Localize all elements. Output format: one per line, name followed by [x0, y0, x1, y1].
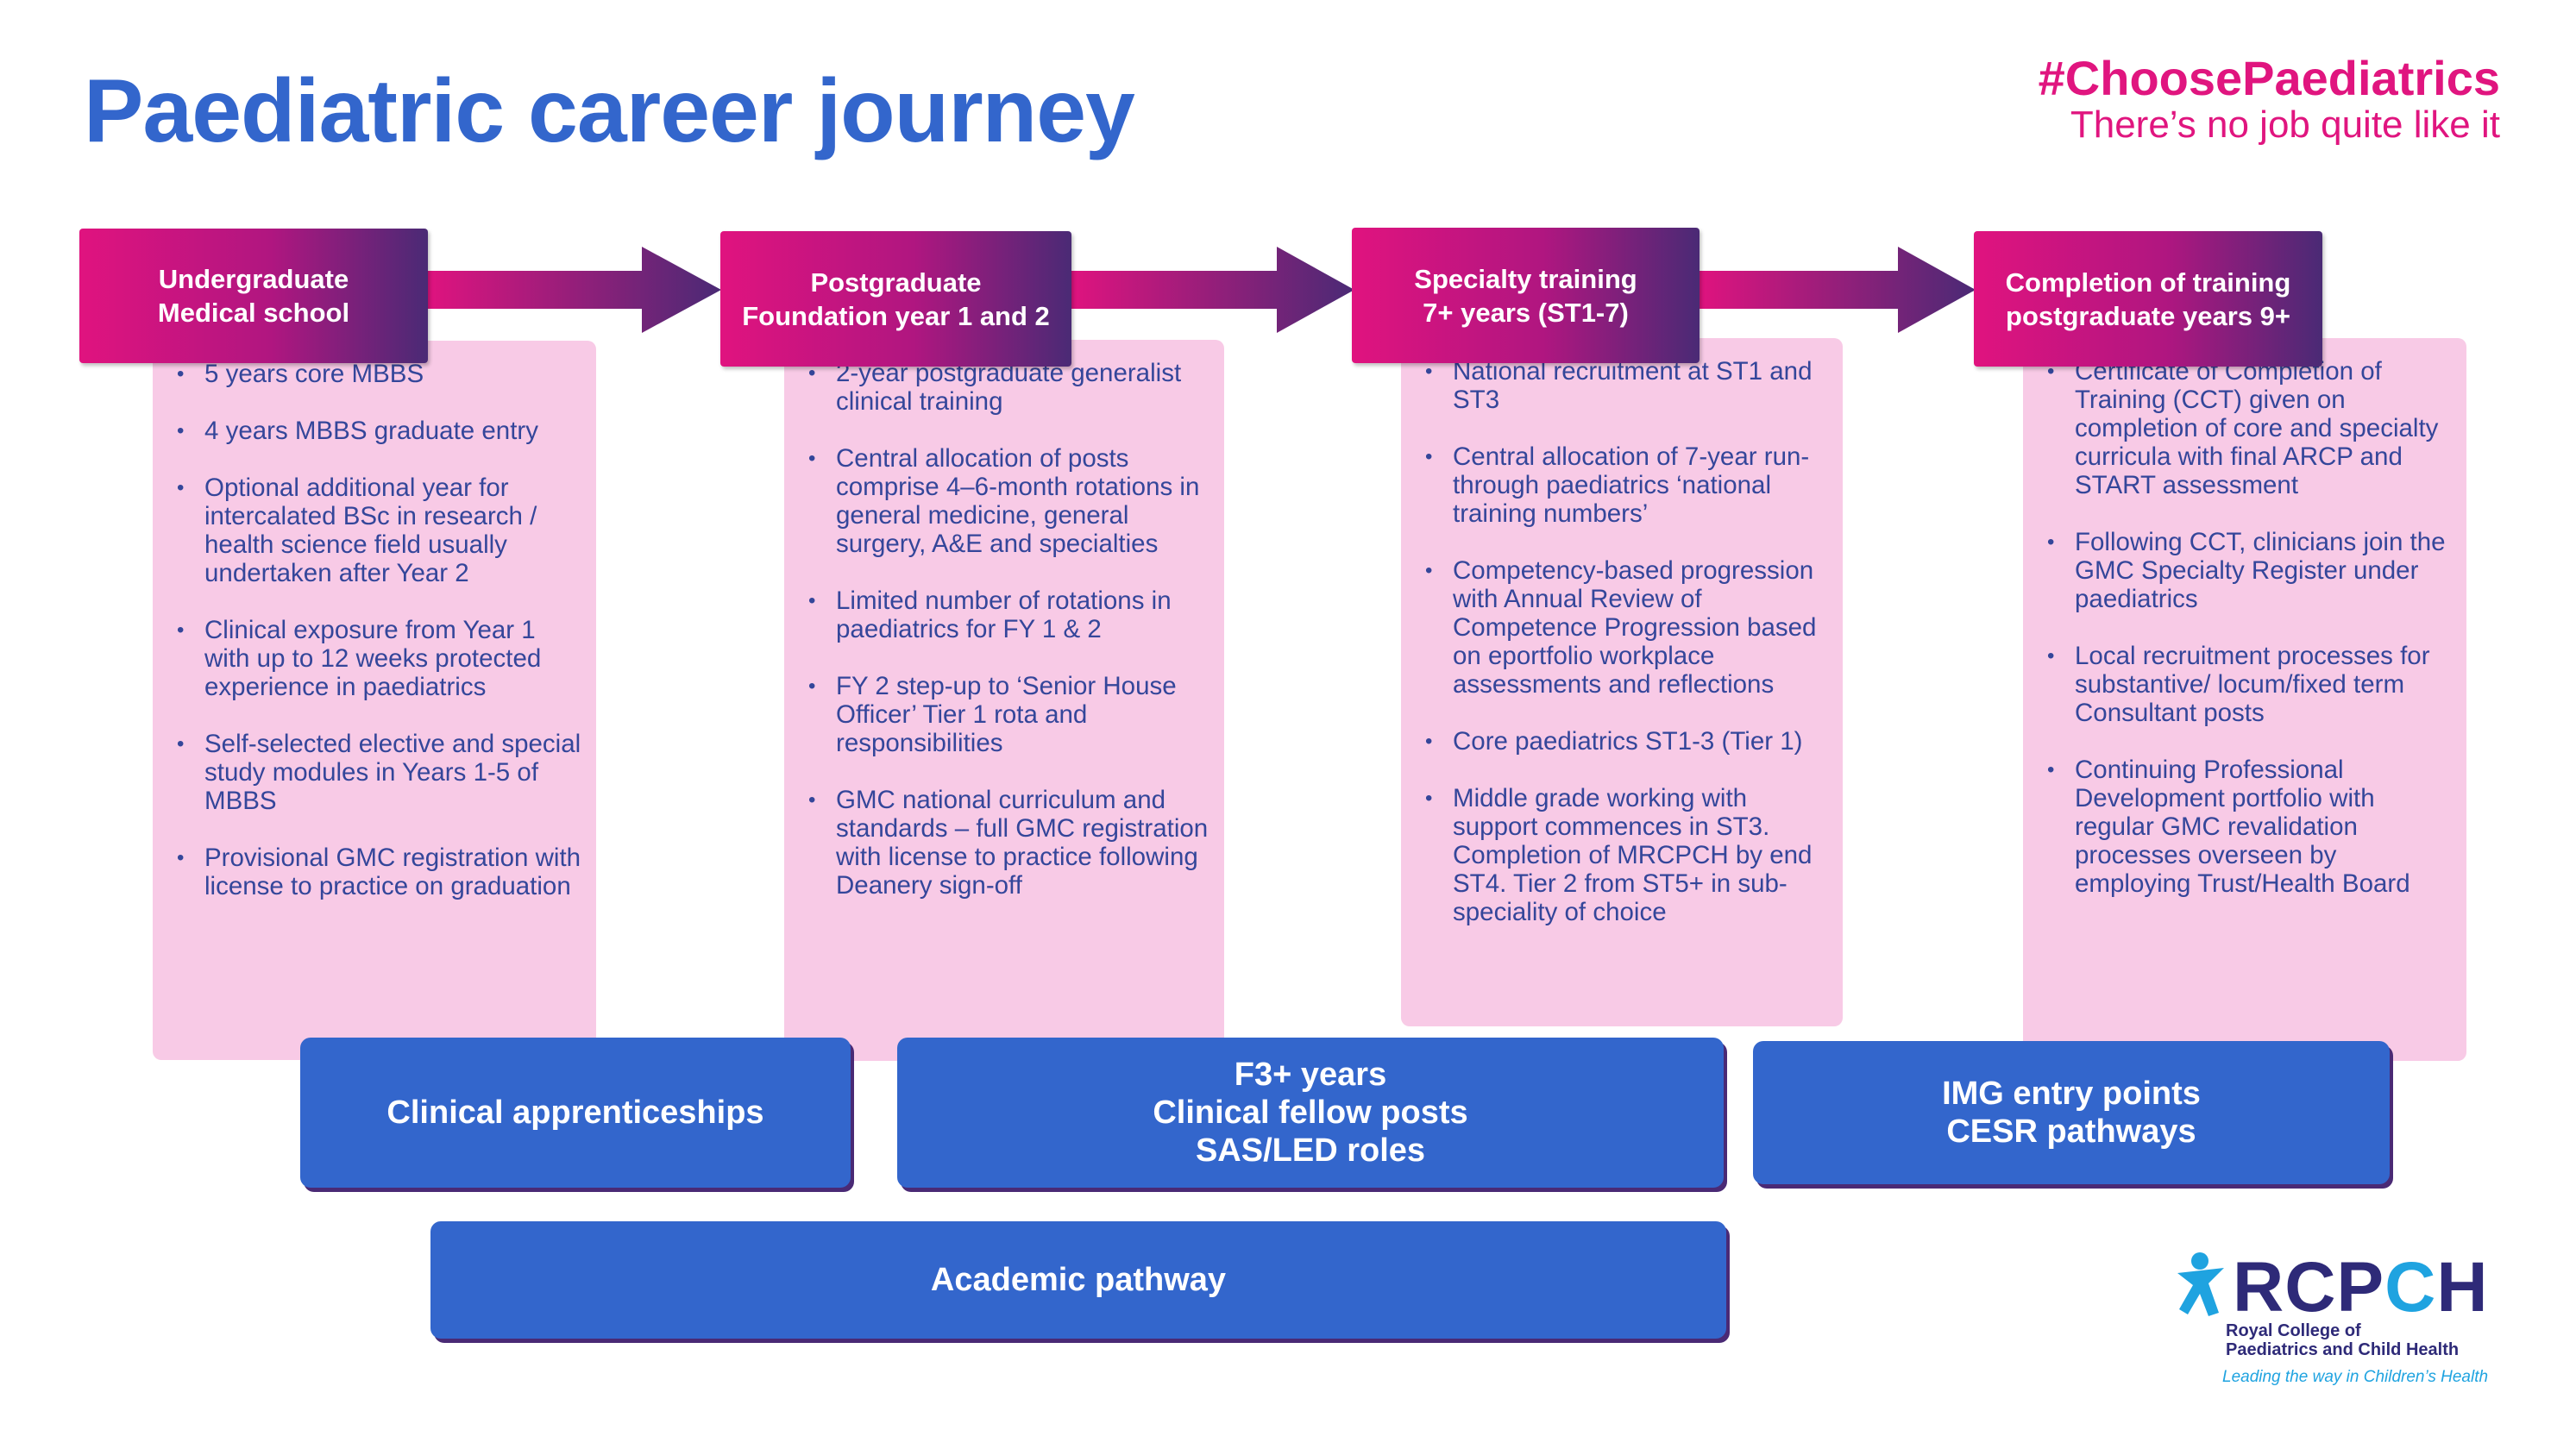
stage-title-line2: 7+ years (ST1-7) [1423, 297, 1629, 328]
stage-title-line1: Specialty training [1414, 263, 1637, 294]
list-item: •Provisional GMC registration with licen… [177, 844, 581, 900]
f3-line: Clinical fellow posts [1153, 1095, 1468, 1131]
list-item: •4 years MBBS graduate entry [177, 417, 538, 445]
stage-details-card: •National recruitment at ST1 and ST3 •Ce… [1401, 338, 1843, 1026]
list-item: •Central allocation of posts comprise 4–… [808, 444, 1200, 558]
list-item: •Optional additional year for intercalat… [177, 474, 537, 587]
list-item: •Middle grade working with support comme… [1425, 784, 1813, 926]
rcpch-logo: RCPCH Royal College of Paediatrics and C… [2174, 1242, 2519, 1389]
list-item: •Continuing Professional Development por… [2047, 756, 2410, 898]
list-item: •5 years core MBBS [177, 360, 424, 388]
stage-title-line2: Foundation year 1 and 2 [742, 300, 1050, 331]
clinical-apprenticeships-box: Clinical apprenticeships [300, 1038, 851, 1188]
list-item: •National recruitment at ST1 and ST3 [1425, 357, 1813, 414]
page-title: Paediatric career journey [84, 61, 1135, 161]
f3-line: F3+ years [1234, 1057, 1387, 1093]
logo-name-line2: Paediatrics and Child Health [2226, 1340, 2460, 1359]
img-entry-points-box: IMG entry points CESR pathways [1753, 1041, 2390, 1184]
list-item: •Certificate of Completion of Training (… [2047, 357, 2439, 499]
running-child-icon [2177, 1252, 2224, 1316]
logo-motto: Leading the way in Children’s Health [2222, 1368, 2489, 1386]
stage-details-card: •2-year postgraduate generalist clinical… [784, 340, 1224, 1061]
list-item: •Self-selected elective and special stud… [177, 730, 581, 815]
list-item: •2-year postgraduate generalist clinical… [808, 359, 1182, 416]
stage-details-card: •Certificate of Completion of Training (… [2023, 338, 2466, 1061]
list-item: •Core paediatrics ST1-3 (Tier 1) [1425, 727, 1803, 756]
img-line: IMG entry points [1942, 1076, 2201, 1112]
arrow-right-icon [1698, 247, 1976, 333]
list-item: •Limited number of rotations in paediatr… [808, 586, 1172, 643]
f3-clinical-fellow-box: F3+ years Clinical fellow posts SAS/LED … [897, 1038, 1724, 1188]
tagline: There’s no job quite like it [2070, 104, 2500, 146]
stage-title-line1: Undergraduate [158, 264, 349, 294]
stage-title-line2: postgraduate years 9+ [2006, 300, 2290, 331]
list-item: •Competency-based progression with Annua… [1425, 556, 1817, 699]
academic-pathway-box: Academic pathway [430, 1221, 1726, 1339]
stage-details-card: •5 years core MBBS •4 years MBBS graduat… [153, 341, 596, 1060]
logo-wordmark: RCPCH [2233, 1248, 2489, 1327]
list-item: •FY 2 step-up to ‘Senior House Officer’ … [808, 672, 1177, 757]
list-item: •Following CCT, clinicians join the GMC … [2047, 528, 2446, 613]
arrow-right-icon [1070, 247, 1354, 333]
list-item: •Local recruitment processes for substan… [2047, 642, 2430, 727]
hashtag: #ChoosePaediatrics [2038, 51, 2500, 105]
logo-name-line1: Royal College of [2226, 1321, 2361, 1340]
f3-line: SAS/LED roles [1195, 1132, 1426, 1169]
stage-title-line1: Completion of training [2005, 267, 2291, 298]
list-item: •Clinical exposure from Year 1 with up t… [177, 616, 542, 701]
arrow-right-icon [426, 247, 721, 333]
img-line: CESR pathways [1946, 1113, 2196, 1150]
list-item: •GMC national curriculum and standards –… [808, 786, 1209, 900]
stage-title-line2: Medical school [157, 298, 350, 328]
stage-title-line1: Postgraduate [810, 267, 982, 298]
list-item: •Central allocation of 7-year run-throug… [1425, 442, 1810, 528]
